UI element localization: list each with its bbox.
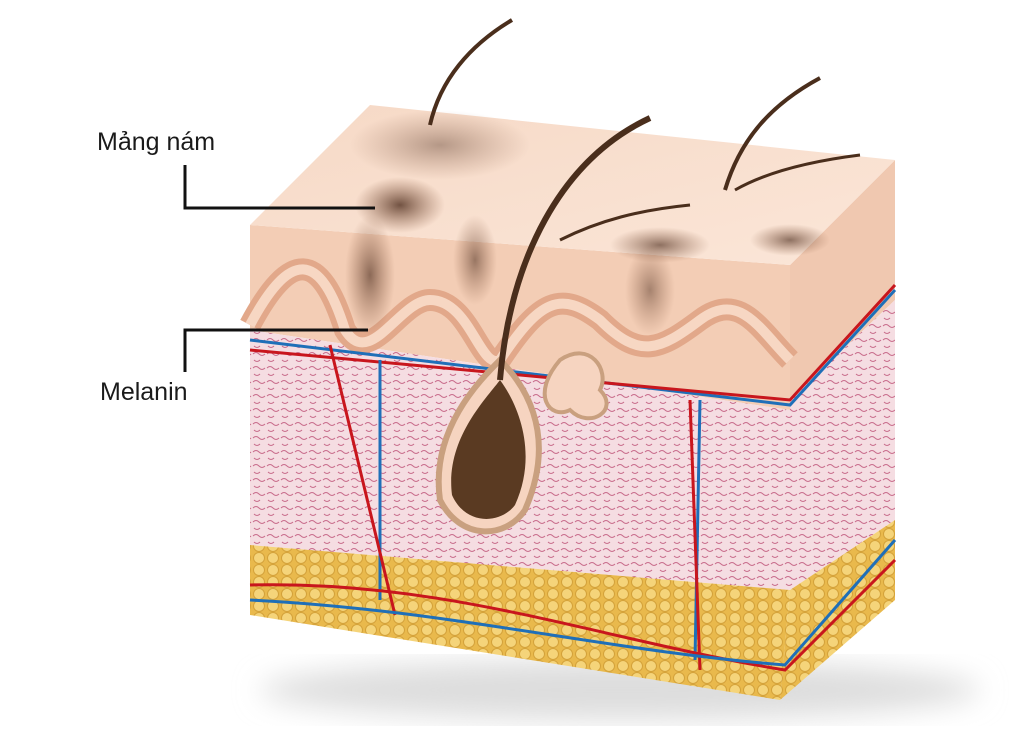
melasma-leader-line	[183, 165, 375, 210]
melasma-patch-label: Mảng nám	[97, 128, 216, 156]
hairs	[428, 18, 861, 381]
sebaceous-gland	[542, 351, 609, 421]
side-face	[780, 160, 895, 700]
melanin-label: Melanin	[100, 378, 188, 406]
hair-follicle	[435, 351, 609, 535]
melasma-spots	[345, 110, 830, 335]
blood-vessels	[249, 283, 897, 672]
melanin-leader-line	[183, 328, 368, 372]
fat-layer	[250, 545, 790, 700]
